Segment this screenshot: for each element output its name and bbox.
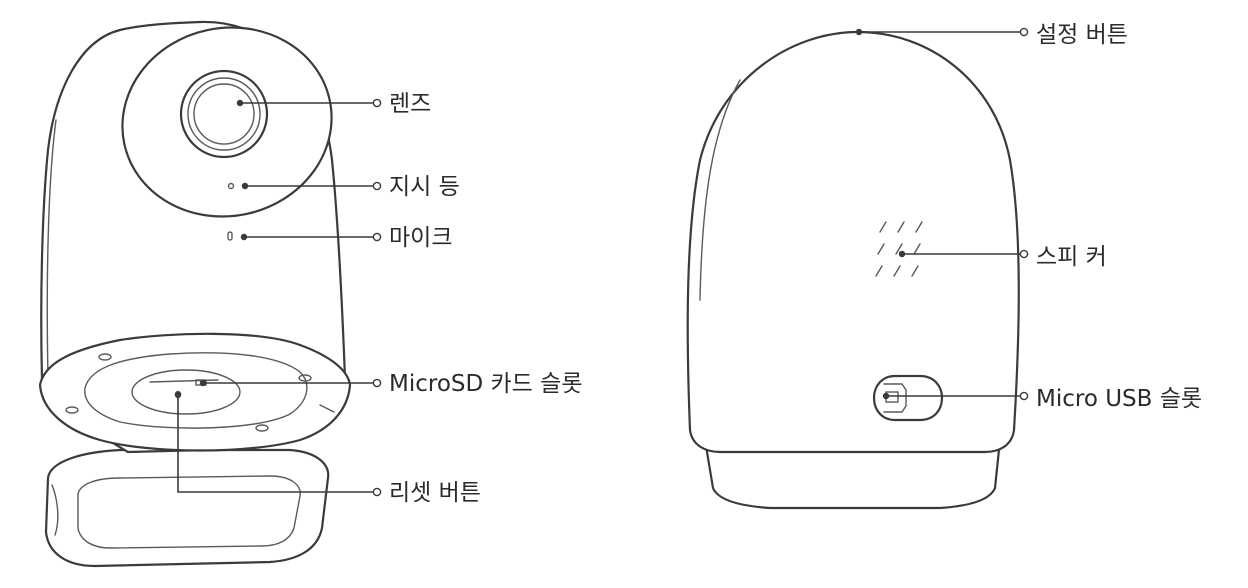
label-indicator: 지시 등 — [241, 174, 460, 200]
lens-disc — [121, 26, 333, 218]
speaker-holes — [875, 221, 923, 277]
lens-label: 렌즈 — [389, 91, 431, 117]
camera-front-view — [38, 20, 352, 568]
label-microphone: 마이크 — [240, 225, 452, 251]
reset-button-label: 리셋 버튼 — [389, 480, 481, 506]
label-speaker: 스피 커 — [898, 244, 1107, 270]
camera-bottom-ring — [38, 332, 352, 452]
label-lens: 렌즈 — [236, 91, 431, 117]
setup-button-label: 설정 버튼 — [1036, 22, 1128, 48]
label-microsd-slot: MicroSD 카드 슬롯 — [199, 371, 582, 397]
speaker-label: 스피 커 — [1036, 244, 1107, 270]
label-setup-button: 설정 버튼 — [855, 22, 1128, 48]
microsd-slot-label: MicroSD 카드 슬롯 — [389, 371, 582, 397]
microphone-label: 마이크 — [389, 225, 452, 251]
camera-back-view — [686, 30, 1020, 510]
label-reset-button: 리셋 버튼 — [174, 391, 481, 506]
label-micro-usb-slot: Micro USB 슬롯 — [882, 386, 1202, 412]
camera-back-body — [686, 30, 1020, 454]
micro-usb-slot-label: Micro USB 슬롯 — [1036, 386, 1202, 412]
camera-back-base — [703, 438, 1002, 510]
indicator-label: 지시 등 — [389, 174, 460, 200]
